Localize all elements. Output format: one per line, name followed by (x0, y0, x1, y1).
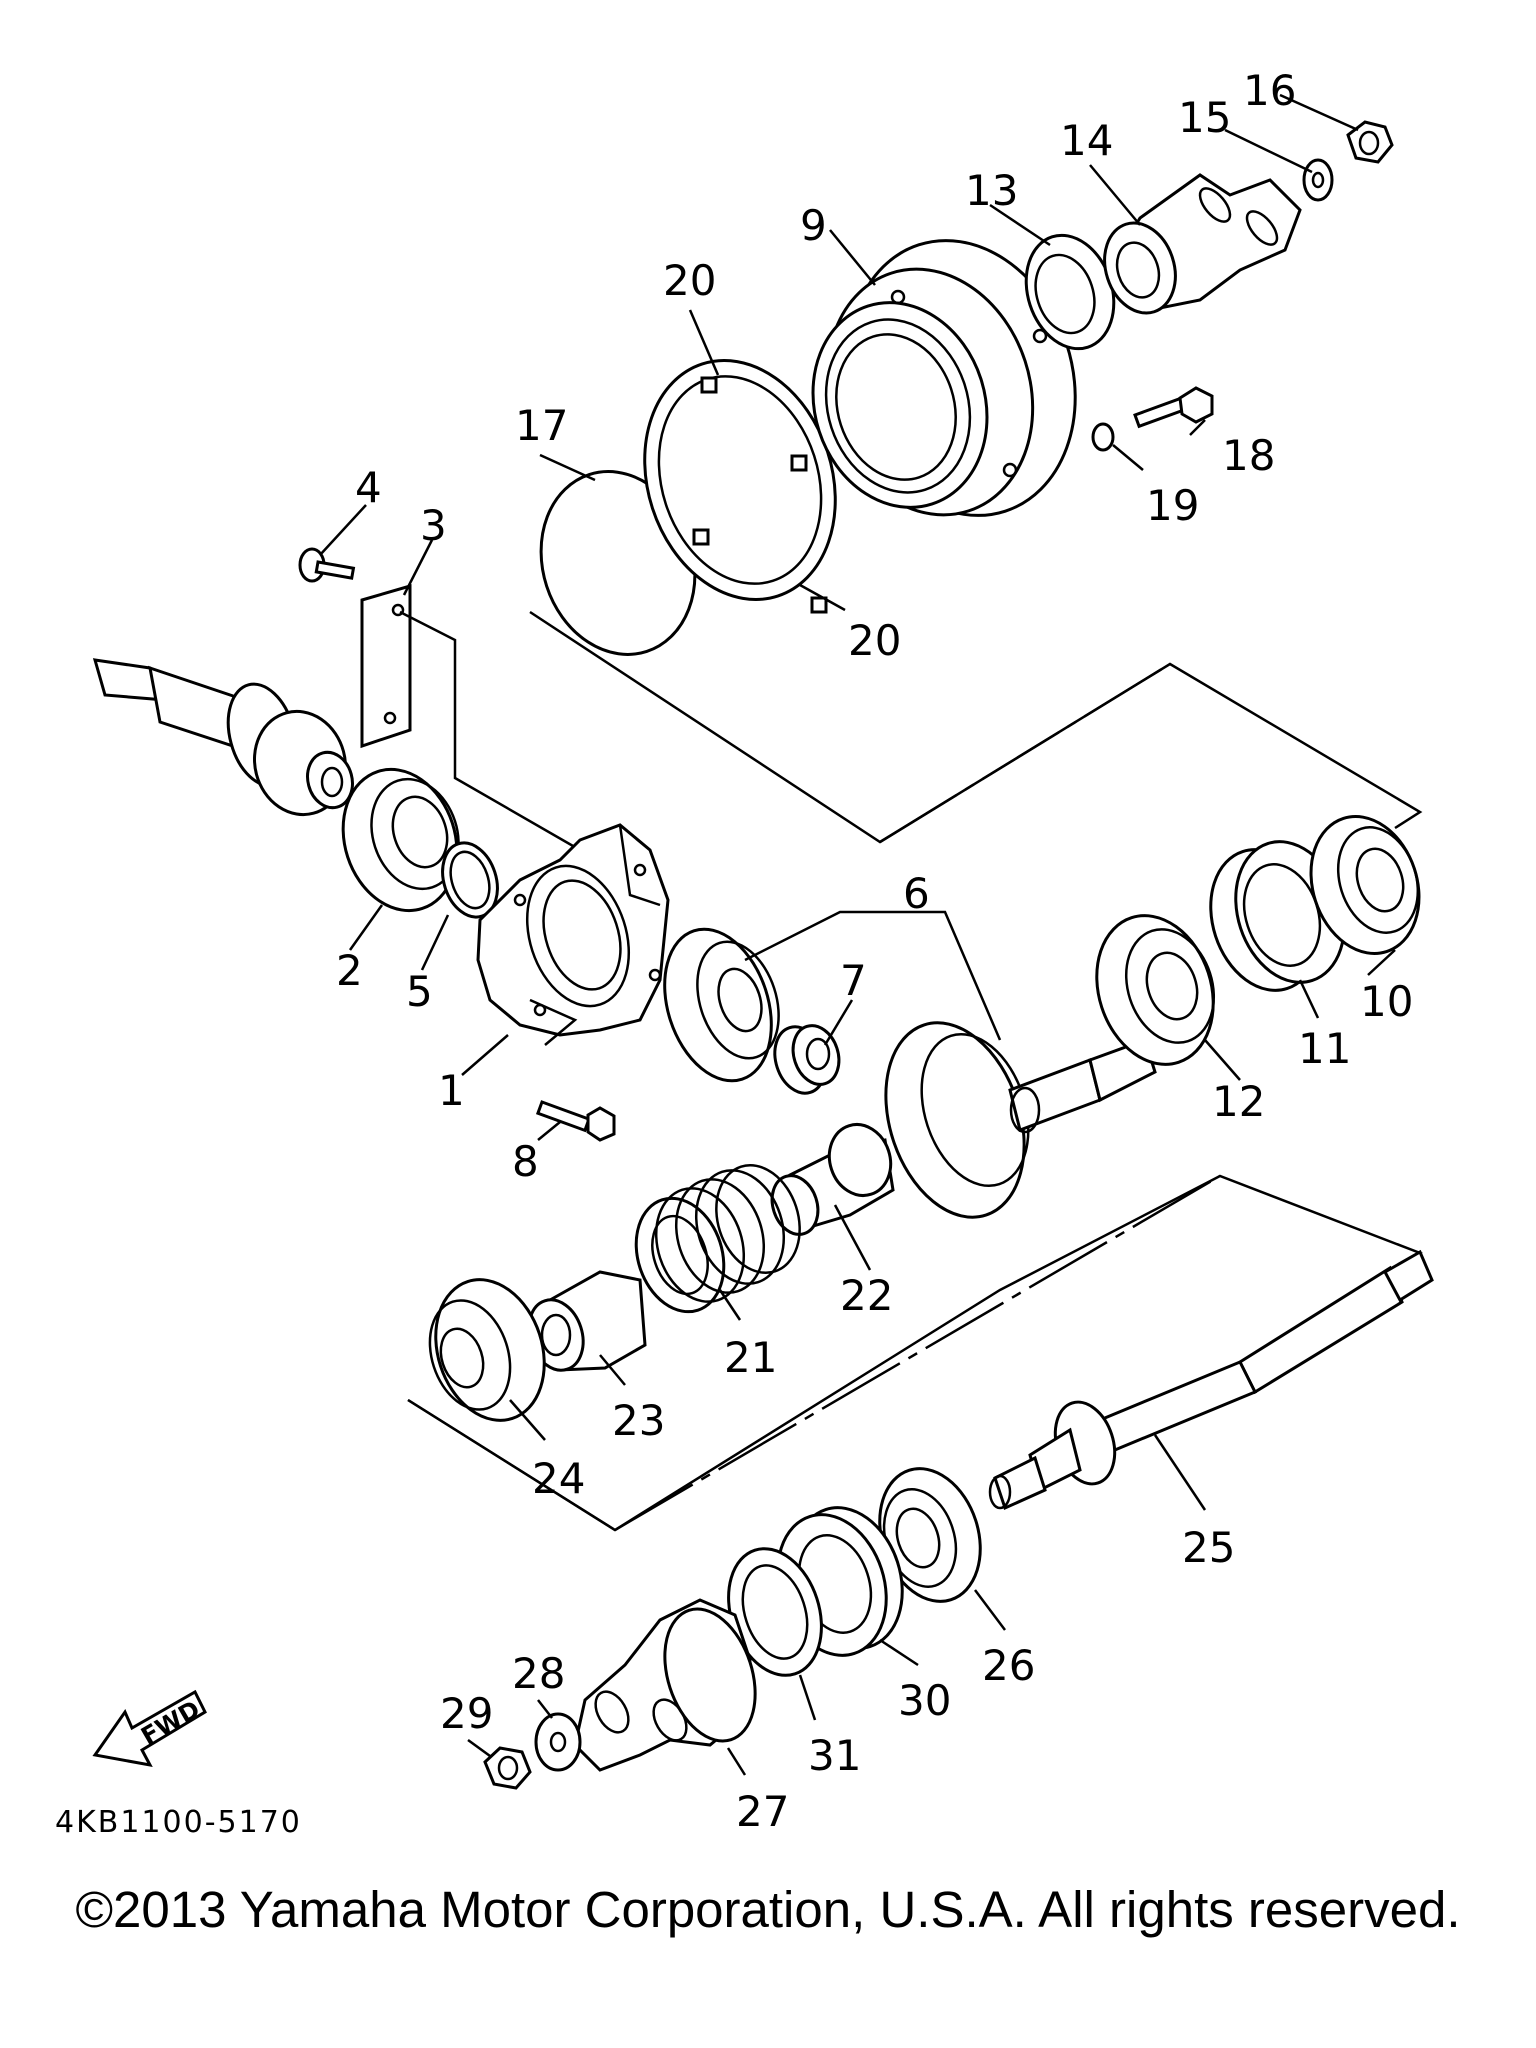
callout-23: 23 (612, 1396, 665, 1445)
part-21-spring (634, 1164, 801, 1314)
callout-29: 29 (440, 1689, 493, 1738)
part-14-yoke (1103, 173, 1302, 315)
part-10-bearing (1309, 815, 1421, 955)
callout-2: 2 (336, 946, 363, 995)
forward-direction-arrow: FWD (92, 1689, 207, 1768)
callout-13: 13 (965, 166, 1018, 215)
part-2-bearing (341, 767, 460, 913)
callout-11: 11 (1298, 1024, 1351, 1073)
part-15-washer (1302, 158, 1334, 202)
part-9-bearing-housing (811, 239, 1077, 517)
callout-1: 1 (438, 1066, 465, 1115)
callout-12: 12 (1212, 1077, 1265, 1126)
part-28-washer (534, 1712, 582, 1772)
callout-5: 5 (406, 967, 433, 1016)
callout-20-top: 20 (663, 256, 716, 305)
part-29-nut (483, 1746, 532, 1790)
callout-9: 9 (800, 201, 827, 250)
part-7-nut (773, 1024, 841, 1095)
callout-3: 3 (420, 501, 447, 550)
part-12-bearing (1095, 914, 1216, 1066)
callout-14: 14 (1060, 116, 1113, 165)
part-24-bearing (428, 1278, 546, 1422)
part-18-bolt (1133, 386, 1214, 429)
callout-20-bottom: 20 (848, 616, 901, 665)
part-1-bearing-housing (476, 823, 670, 1037)
diagram-part-code: 4KB1100-5170 (55, 1805, 302, 1840)
callout-10: 10 (1360, 977, 1413, 1026)
part-22-collar (770, 1123, 895, 1236)
part-20-tab-left (692, 528, 710, 546)
callout-30: 30 (898, 1676, 951, 1725)
part-20-tab-bottom (810, 596, 828, 614)
callout-24: 24 (532, 1454, 585, 1503)
callout-8: 8 (512, 1137, 539, 1186)
part-31-oil-seal (727, 1547, 823, 1677)
callout-18: 18 (1222, 431, 1275, 480)
callout-27: 27 (736, 1787, 789, 1836)
callout-26: 26 (982, 1641, 1035, 1690)
part-8-bolt (535, 1100, 616, 1142)
callout-15: 15 (1178, 93, 1231, 142)
part-3-plate (360, 584, 412, 749)
part-16-nut (1346, 120, 1394, 164)
callout-17: 17 (515, 401, 568, 450)
callout-6: 6 (903, 869, 930, 918)
callout-19: 19 (1146, 481, 1199, 530)
callout-16: 16 (1243, 66, 1296, 115)
callout-7: 7 (840, 956, 867, 1005)
part-25-output-shaft (988, 1249, 1434, 1511)
part-1-leader-bolt (529, 998, 578, 1046)
part-27-yoke (573, 1598, 757, 1772)
callout-labels: 1 2 3 4 5 6 7 8 9 10 11 12 13 14 15 16 1… (336, 66, 1413, 1836)
callout-25: 25 (1182, 1523, 1235, 1572)
part-6-bevel-gear-set (663, 927, 1157, 1219)
part-19-washer (1091, 422, 1115, 452)
callout-4: 4 (355, 463, 382, 512)
part-20-tab-top (700, 376, 718, 394)
part-4-screw (298, 547, 356, 583)
leader-lines (319, 93, 1396, 1776)
part-3-leader-to-1 (399, 610, 581, 852)
callout-31: 31 (808, 1731, 861, 1780)
lower-assembly-bracket-bottom (407, 1398, 616, 1532)
upper-assembly-bracket (529, 610, 1423, 844)
callout-28: 28 (512, 1649, 565, 1698)
callout-22: 22 (840, 1271, 893, 1320)
lower-assembly-axis-line-left (614, 1174, 1221, 1532)
upper-assembly-axis-line (879, 662, 1171, 844)
copyright-notice: ©2013 Yamaha Motor Corporation, U.S.A. A… (75, 1881, 1461, 1938)
fwd-label: FWD (136, 1695, 204, 1751)
input-drive-shaft (92, 658, 354, 817)
part-20-tab-right (790, 454, 808, 472)
callout-21: 21 (724, 1333, 777, 1382)
part-6-leader (744, 910, 1002, 1041)
